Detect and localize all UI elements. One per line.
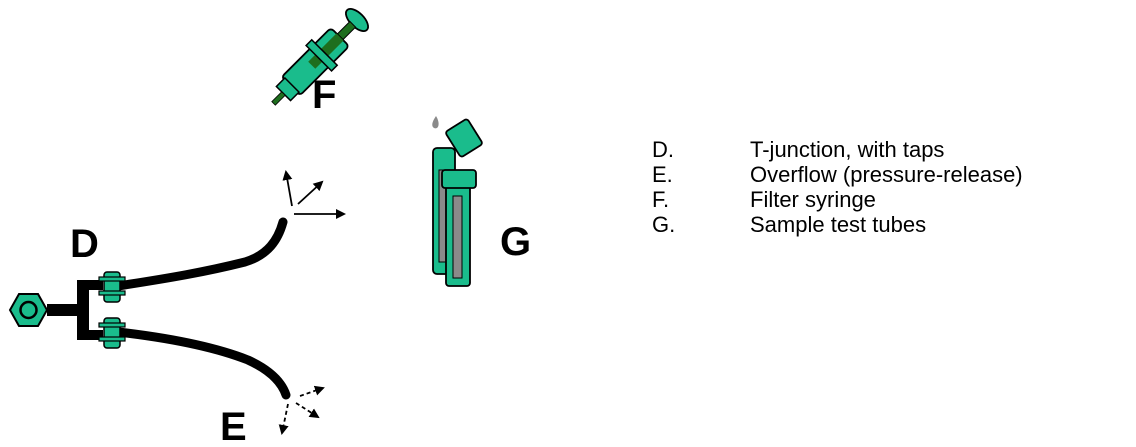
legend-key: G. (652, 212, 676, 237)
legend-text: Filter syringe (750, 187, 876, 212)
legend-key: D. (652, 137, 674, 162)
lower-tube (113, 327, 291, 400)
legend-text: T-junction, with taps (750, 137, 945, 162)
legend-key: F. (652, 187, 670, 212)
test-tube-front (441, 169, 477, 287)
lower-tap (98, 317, 126, 349)
t-junction (47, 280, 103, 340)
tube-cap (445, 118, 483, 158)
legend-text: Sample test tubes (750, 212, 927, 237)
label-e: E (220, 405, 247, 447)
legend-item-f: F. Filter syringe (652, 187, 1023, 212)
upper-overflow-arrows (282, 170, 346, 219)
sample-drop (432, 116, 439, 129)
legend-item-e: E. Overflow (pressure-release) (652, 162, 1023, 187)
upper-tap (98, 271, 126, 303)
label-g: G (500, 220, 531, 264)
hex-nut-connector (8, 293, 49, 327)
legend-item-g: G. Sample test tubes (652, 212, 1023, 237)
upper-tube (113, 217, 288, 291)
lower-overflow-arrows (278, 385, 325, 435)
legend-item-d: D. T-junction, with taps (652, 137, 1023, 162)
legend-text: Overflow (pressure-release) (750, 162, 1023, 187)
legend-key: E. (652, 162, 673, 187)
filter-syringe (271, 8, 369, 106)
label-f: F (312, 73, 336, 117)
label-d: D (70, 222, 99, 266)
legend: D. T-junction, with taps E. Overflow (pr… (652, 137, 1023, 237)
